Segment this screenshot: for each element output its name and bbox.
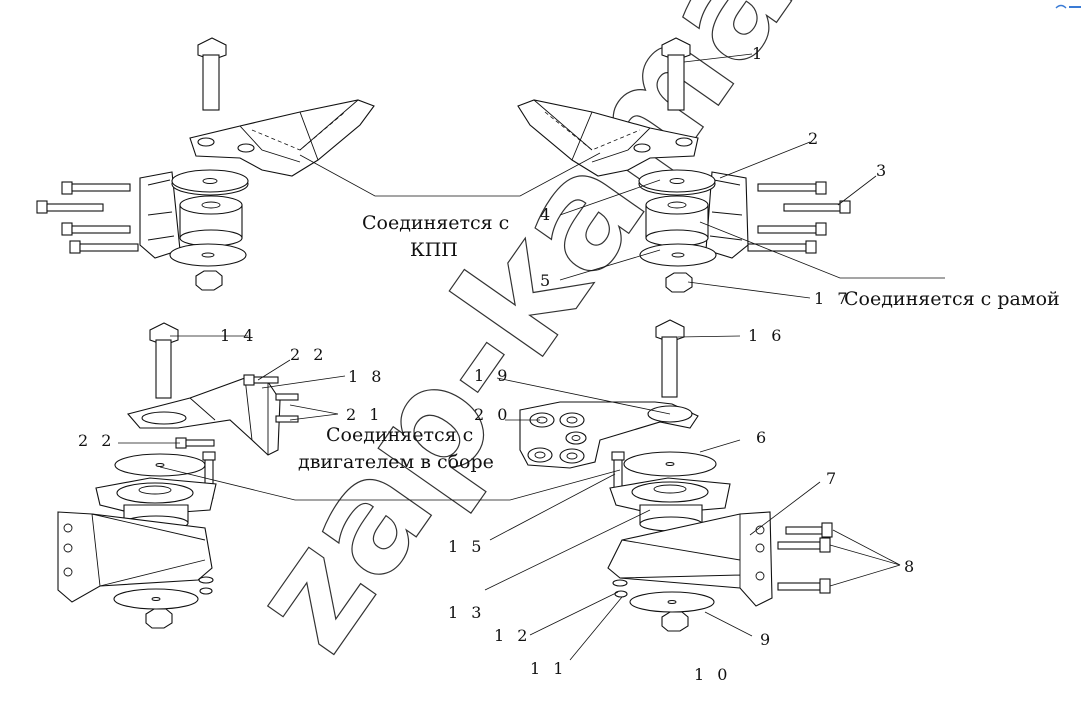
bottom-right-frame-bracket: [607, 511, 773, 607]
label-10: 1 0: [694, 665, 731, 684]
label-9: 9: [760, 630, 774, 649]
label-14: 1 4: [220, 326, 257, 345]
top-left-bracket: [189, 99, 375, 177]
leader-lines: [118, 53, 945, 661]
bottom-right-nut: [612, 579, 689, 632]
label-3: 3: [876, 161, 890, 180]
label-2: 2: [808, 129, 822, 148]
top-right-washer-top: [638, 169, 716, 196]
watermark: zap-kamaz.ru: [217, 0, 1014, 681]
bottom-left-nut: [145, 576, 214, 629]
bottom-right-lower-washer: [629, 591, 715, 613]
caption-engine-line1: Соединяется с: [326, 424, 473, 446]
label-16: 1 6: [748, 326, 785, 345]
label-17: 1 7: [814, 289, 851, 308]
bottom-left-lower-washer: [113, 588, 199, 610]
label-21: 2 1: [346, 405, 383, 424]
caption-engine-line2: двигателем в сборе: [298, 451, 494, 473]
label-20: 2 0: [474, 405, 511, 424]
top-left-bolt: [197, 37, 227, 111]
bottom-right-bolt: [655, 319, 685, 398]
caption-gearbox-line2: КПП: [410, 239, 458, 261]
caption-frame: Соединяется с рамой: [844, 288, 1060, 310]
bottom-left-bolt: [149, 322, 179, 399]
label-8: 8: [904, 557, 918, 576]
top-left-frame-bracket: [139, 171, 181, 259]
label-22-top: 2 2: [290, 345, 327, 364]
label-22-left: 2 2: [78, 431, 115, 450]
label-19: 1 9: [474, 366, 511, 385]
label-13: 1 3: [448, 603, 485, 622]
bottom-right-washer: [623, 451, 717, 477]
label-11: 1 1: [530, 659, 567, 678]
top-left-side-bolts: [36, 181, 139, 254]
top-right-bolt: [661, 37, 691, 111]
top-right-bracket: [517, 99, 699, 177]
top-right-washer-bottom: [639, 243, 717, 267]
top-left-rubber: [179, 195, 243, 247]
label-12: 1 2: [494, 626, 531, 645]
bottom-left-frame-bracket: [57, 511, 213, 603]
bottom-left-engine-bracket: [127, 377, 281, 456]
label-15: 1 5: [448, 537, 485, 556]
bottom-right-side-bolts: [777, 522, 833, 594]
top-left-washer-top: [171, 169, 249, 196]
bottom-left-washer: [114, 453, 206, 477]
top-right-nut: [665, 272, 693, 293]
top-left-nut: [195, 270, 223, 291]
bottom-center-engine-bracket: [519, 401, 699, 469]
top-right-rubber: [645, 195, 709, 247]
caption-gearbox-line1: Соединяется с: [362, 212, 509, 234]
label-18: 1 8: [348, 367, 385, 386]
top-left-washer-bottom: [169, 243, 247, 267]
label-6: 6: [756, 428, 770, 447]
corner-logo-icon: [1055, 4, 1081, 9]
label-1: 1: [752, 44, 766, 63]
top-right-side-bolts: [747, 181, 851, 254]
label-5: 5: [540, 271, 554, 290]
label-7: 7: [826, 469, 840, 488]
label-4: 4: [540, 205, 554, 224]
